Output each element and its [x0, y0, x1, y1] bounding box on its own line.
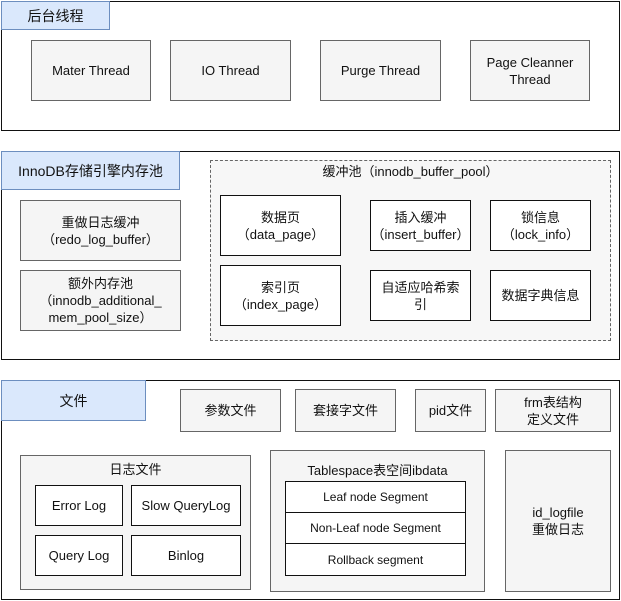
lock-info-box: 锁信息 （lock_info）: [490, 200, 591, 251]
innodb-memory-pool-title: InnoDB存储引擎内存池: [1, 151, 180, 190]
leaf-node-segment: Leaf node Segment: [285, 481, 466, 513]
slow-query-log-box: Slow QueryLog: [131, 485, 241, 526]
tablespace-title: Tablespace表空间ibdata: [307, 463, 448, 478]
pid-file-box: pid文件: [415, 389, 486, 432]
io-thread-box: IO Thread: [170, 40, 291, 101]
redo-log-buffer-box: 重做日志缓冲 （redo_log_buffer）: [20, 200, 181, 261]
query-log-box: Query Log: [35, 535, 123, 576]
buffer-pool-title: 缓冲池（innodb_buffer_pool）: [322, 164, 499, 179]
files-title: 文件: [1, 380, 146, 421]
id-logfile-box: id_logfile 重做日志: [505, 450, 611, 592]
rollback-segment: Rollback segment: [285, 543, 466, 576]
non-leaf-node-segment: Non-Leaf node Segment: [285, 512, 466, 544]
background-threads-title: 后台线程: [1, 1, 110, 30]
adaptive-hash-index-box: 自适应哈希索 引: [370, 270, 471, 321]
insert-buffer-box: 插入缓冲 （insert_buffer）: [370, 200, 471, 251]
error-log-box: Error Log: [35, 485, 123, 526]
data-page-box: 数据页 （data_page）: [220, 195, 341, 256]
param-file-box: 参数文件: [180, 389, 281, 432]
master-thread-box: Mater Thread: [31, 40, 151, 101]
page-cleaner-thread-box: Page Cleanner Thread: [470, 40, 590, 101]
data-dictionary-box: 数据字典信息: [490, 270, 591, 321]
purge-thread-box: Purge Thread: [320, 40, 441, 101]
index-page-box: 索引页 （index_page）: [220, 265, 341, 326]
socket-file-box: 套接字文件: [295, 389, 396, 432]
frm-file-box: frm表结构 定义文件: [495, 389, 611, 432]
binlog-box: Binlog: [131, 535, 241, 576]
additional-mem-pool-box: 额外内存池 （innodb_additional_ mem_pool_size）: [20, 270, 181, 331]
log-files-title: 日志文件: [109, 462, 162, 477]
